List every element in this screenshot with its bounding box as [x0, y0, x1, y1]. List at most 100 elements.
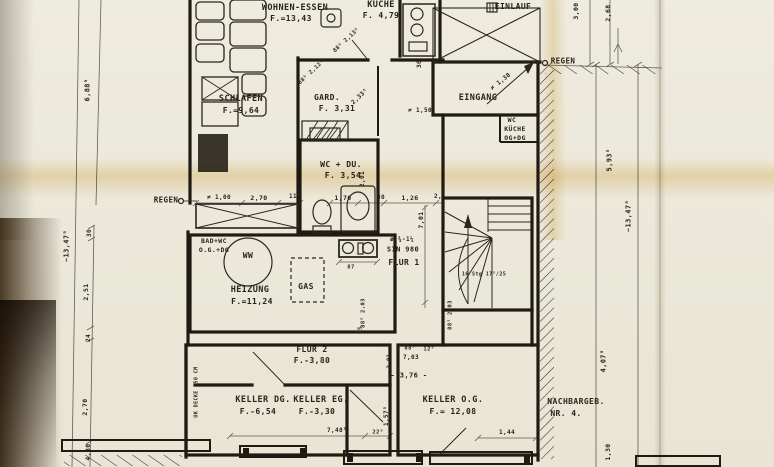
dim-4075: 4,07⁵ [599, 349, 608, 373]
dim-150: ≠ 1,50 [407, 107, 433, 114]
toilet [312, 199, 332, 225]
label-ww: WW [242, 251, 254, 260]
dim-100: ≠ 1,00 [206, 194, 232, 201]
wardrobe-crossed [201, 76, 239, 101]
room-label-kueche: KÜCHE [367, 0, 395, 10]
closet-hatched [301, 120, 349, 141]
label-eingang: EINGANG [458, 92, 498, 103]
room-area-schlafen: F.=9,64 [222, 106, 260, 115]
dim-268: 2,68 [603, 4, 612, 22]
room-label-keller-eg: KELLER EG. [293, 394, 349, 405]
regen-downpipe [177, 197, 185, 205]
stair-up-arrow [464, 214, 472, 228]
dim-885-203-r: 88⁵ 2,03 [447, 300, 454, 330]
label-nachbar-nr: NR. 4. [550, 409, 582, 418]
room-area-gard: F. 3,31 [318, 104, 356, 113]
room-area-keller-dg: F.-6,54 [239, 407, 277, 416]
dim-7485: 7,48⁵ [326, 427, 348, 434]
dim-87: 87 [347, 264, 355, 271]
dim-115: 11⁵ [288, 193, 302, 200]
window-box-crossed [195, 203, 299, 229]
room-area-flur-2: F.-3,80 [293, 356, 331, 365]
kitchen-sink [320, 8, 342, 28]
sink-unit [338, 239, 378, 258]
dim-24: 24 [85, 333, 92, 343]
dim-430: 4,30 [83, 443, 92, 461]
dim-2x: 2, [433, 193, 443, 200]
room-area-heizung: F.=11,24 [231, 297, 273, 306]
bath-basin [340, 185, 376, 233]
dim-885-203-l: 88⁵ 2,03 [360, 298, 367, 328]
room-label-gard: GARD. [313, 93, 341, 102]
bottom-ground-hatch [64, 455, 182, 466]
furniture [195, 0, 299, 229]
dim-5935: 5,93⁵ [605, 148, 614, 172]
room-area-wohnen-essen: F.=13,43 [270, 14, 312, 23]
walls-light [377, 66, 538, 143]
label-bad-wc: BAD+WC [201, 236, 227, 245]
fixtures [177, 2, 549, 303]
kitchen-counter [402, 3, 436, 57]
room-label-schlafen: SCHLAFEN [218, 93, 264, 104]
room-label-flur-2: FLUR 2 [296, 345, 328, 354]
label-wc: WC [507, 115, 517, 124]
label-regen-left: REGEN [153, 195, 179, 205]
dim-301: 3,01 [386, 353, 393, 369]
room-label-keller-og: KELLER O.G. [422, 394, 484, 405]
dim-300: 3,00 [571, 2, 580, 20]
label-sin-980: SIN 980 [386, 245, 420, 254]
dim-30-k: 30 [416, 59, 423, 69]
dim-225: 22⁵ [372, 429, 384, 436]
dim-703: 7,03 [402, 354, 420, 361]
dim-251: 2,51 [81, 283, 90, 301]
ground-hatch [545, 65, 657, 74]
bottom-walls [61, 439, 721, 467]
dim-270: 2,70 [250, 193, 268, 202]
label-nachbargeb: NACHBARGEB. [547, 397, 605, 406]
dim-270-l: 2,70 [80, 398, 89, 416]
label-uk-decke: UK DECKE 150 CM [193, 366, 200, 418]
entrance-arrow [524, 62, 534, 74]
dim-130-e: ≠ 1,30 [489, 71, 513, 92]
dim-125: 12⁵ [423, 346, 435, 353]
dim-30-m: 30 [376, 194, 386, 201]
dim-701: 7,01 [416, 211, 425, 229]
dim-130-r: 1,30 [603, 443, 612, 461]
boundary-wall-hatch [540, 63, 554, 459]
label-wc-kueche: KÜCHE [504, 124, 526, 133]
dim-144: 1,44 [498, 429, 516, 436]
winding-staircase [444, 198, 532, 308]
dim-126: 1,26 [401, 193, 419, 202]
dark-cabinet [198, 134, 228, 172]
dim-1347-l: ~13,47⁵ [62, 229, 71, 263]
label-pipe-dia: ø ¾-1¼ [389, 236, 415, 243]
dim-2335: 2,33⁵ [349, 87, 370, 107]
dim-1575: 1,57⁵ [383, 405, 390, 427]
dim-201: 2,01 [359, 170, 366, 188]
dim-688: 6,88⁵ [83, 78, 92, 102]
dim-885-2125: 88⁵ 2,12⁵ [297, 58, 326, 87]
door-swings [252, 39, 534, 457]
gas-meter-box [290, 257, 325, 303]
room-area-kueche: F. 4,79 [362, 11, 400, 20]
label-stair-steps: 16 Stg 17⁵/25 [461, 271, 507, 278]
water-heater-ww [223, 237, 273, 287]
einlauf-icon [486, 2, 498, 13]
room-label-wohnen-essen: WOHNEN-ESSEN [261, 2, 329, 13]
room-label-keller-dg: KELLER DG. [235, 394, 291, 405]
room-label-heizung: HEIZUNG [230, 284, 270, 295]
dim-75: 75 [357, 326, 364, 334]
label-regen-right: REGEN [550, 56, 576, 66]
regen-downpipe [541, 59, 549, 67]
label-einlauf: EINLAUF [494, 2, 532, 11]
room-label-flur-1: FLUR 1 [388, 258, 420, 267]
dim-885-b: 88⁵ [404, 345, 416, 352]
room-area-keller-og: F.= 12,08 [429, 407, 477, 416]
level-376: - 3,76 - [390, 371, 428, 380]
stove-burner [410, 23, 424, 37]
room-area-wc-du: F. 3,54 [324, 171, 362, 180]
dim-1347-r: ~13,47⁵ [624, 199, 633, 233]
